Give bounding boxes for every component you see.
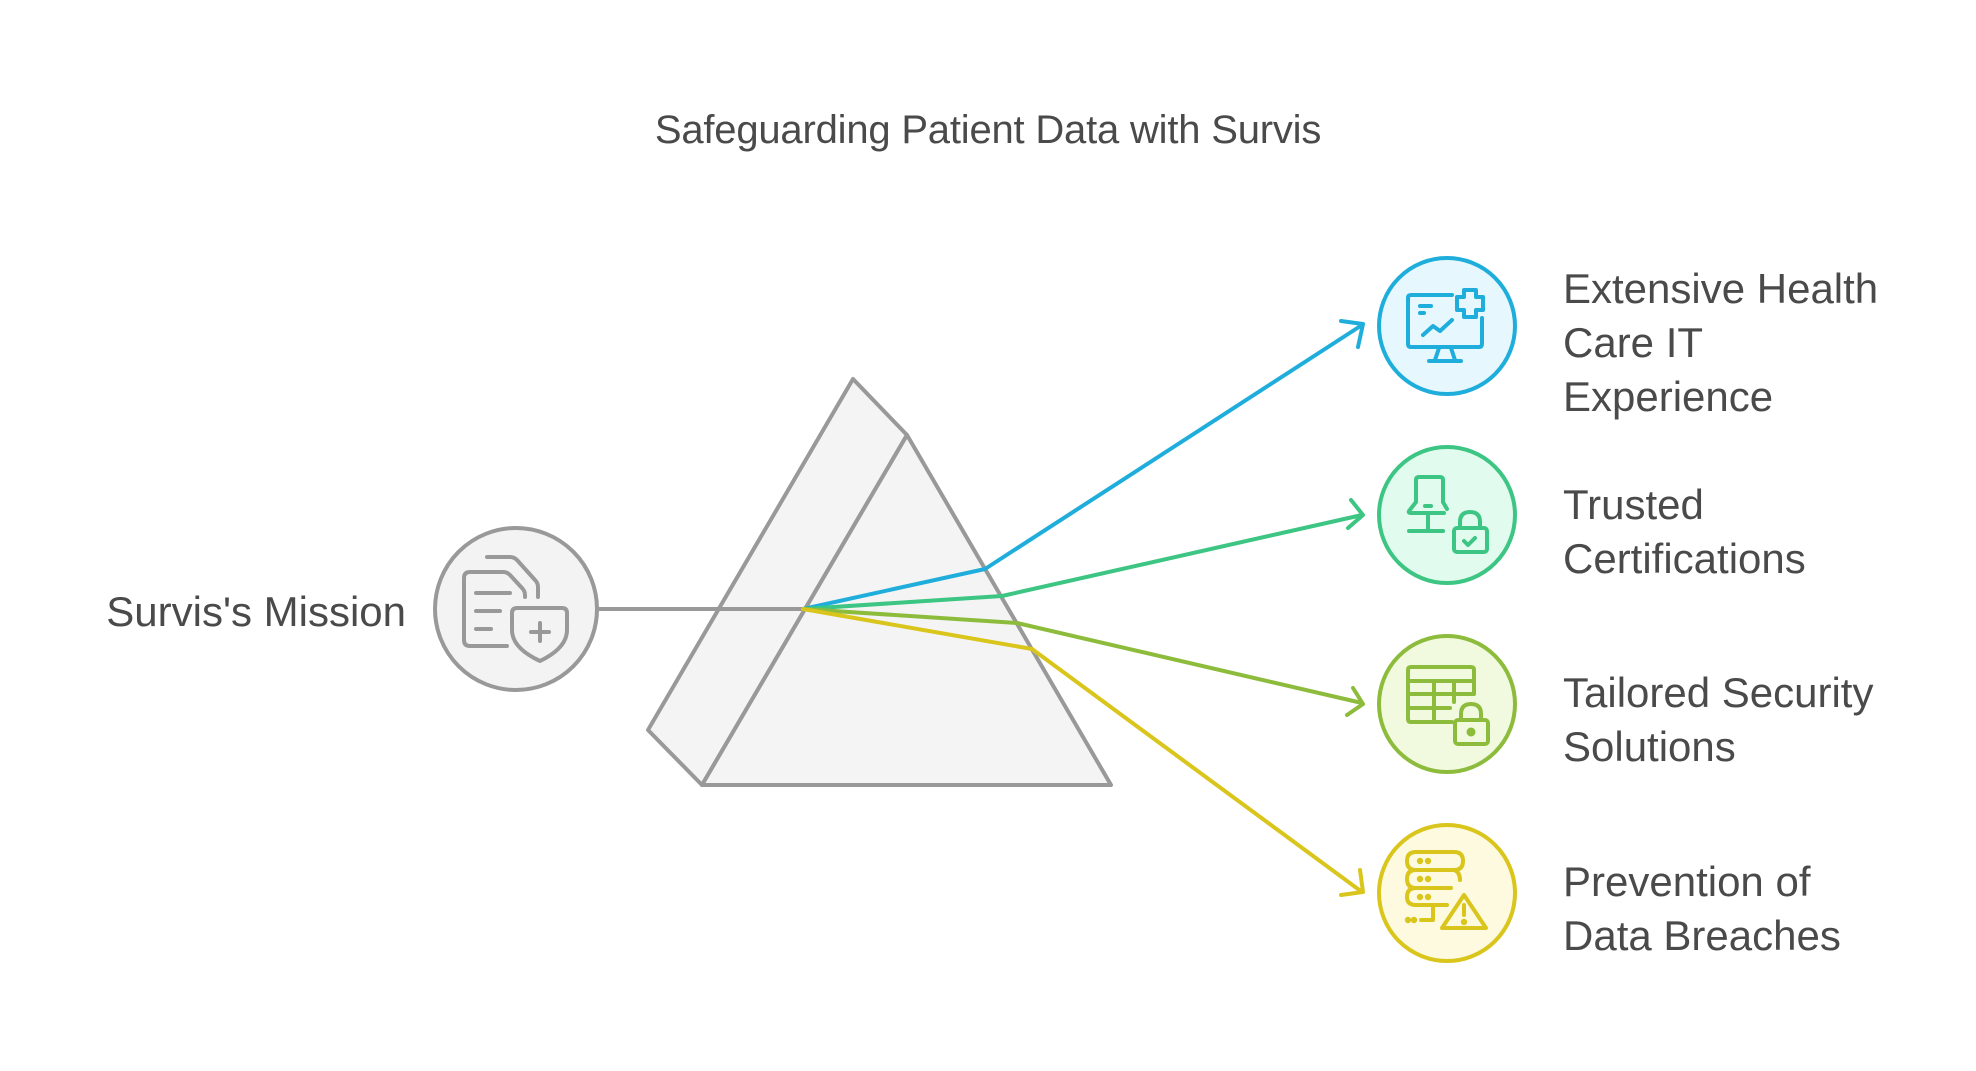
output-node-tailored-security[interactable] xyxy=(1377,634,1517,774)
source-label: Survis's Mission xyxy=(106,588,406,635)
diagram-title: Safeguarding Patient Data with Survis xyxy=(654,108,1322,152)
server-warning-icon xyxy=(1404,850,1488,930)
document-shield-plus-icon xyxy=(462,555,569,663)
beam-certifications xyxy=(801,513,1364,611)
label-line: Experience xyxy=(1563,373,1774,420)
output-label-health-it-experience: Extensive Health Care IT Experience xyxy=(1563,262,1963,424)
output-beams xyxy=(801,319,1365,897)
table-lock-icon xyxy=(1406,665,1490,746)
beam-health-it xyxy=(801,323,1364,611)
laptop-lock-check-icon xyxy=(1406,475,1489,554)
arrowhead-icon xyxy=(1339,319,1365,349)
beam-tailored-security xyxy=(801,607,1364,705)
output-node-certifications[interactable] xyxy=(1377,445,1517,585)
beam-breach-prevention xyxy=(801,607,1364,894)
label-line: Tailored Security xyxy=(1563,669,1874,716)
output-circle[interactable] xyxy=(1377,634,1517,774)
prism xyxy=(646,377,1113,787)
label-line: Trusted xyxy=(1563,481,1704,528)
arrowhead-icon xyxy=(1345,686,1365,717)
label-line: Care IT xyxy=(1563,319,1704,366)
output-label-prevention-breaches: Prevention of Data Breaches xyxy=(1563,855,1963,963)
monitor-medical-chart-icon xyxy=(1406,288,1485,363)
output-label-tailored-security: Tailored Security Solutions xyxy=(1563,666,1963,774)
source-node[interactable] xyxy=(433,526,599,692)
label-line: Certifications xyxy=(1563,535,1806,582)
label-line: Extensive Health xyxy=(1563,265,1879,312)
label-line: Solutions xyxy=(1563,723,1736,770)
output-node-breach-prevention[interactable] xyxy=(1377,823,1517,963)
output-circle[interactable] xyxy=(1377,823,1517,963)
output-label-trusted-certifications: Trusted Certifications xyxy=(1563,478,1963,586)
label-line: Data Breaches xyxy=(1563,912,1841,959)
arrowhead-icon xyxy=(1339,868,1365,897)
output-node-health-it[interactable] xyxy=(1377,256,1517,396)
output-circle[interactable] xyxy=(1377,445,1517,585)
arrowhead-icon xyxy=(1346,498,1365,530)
label-line: Prevention of xyxy=(1563,858,1811,905)
